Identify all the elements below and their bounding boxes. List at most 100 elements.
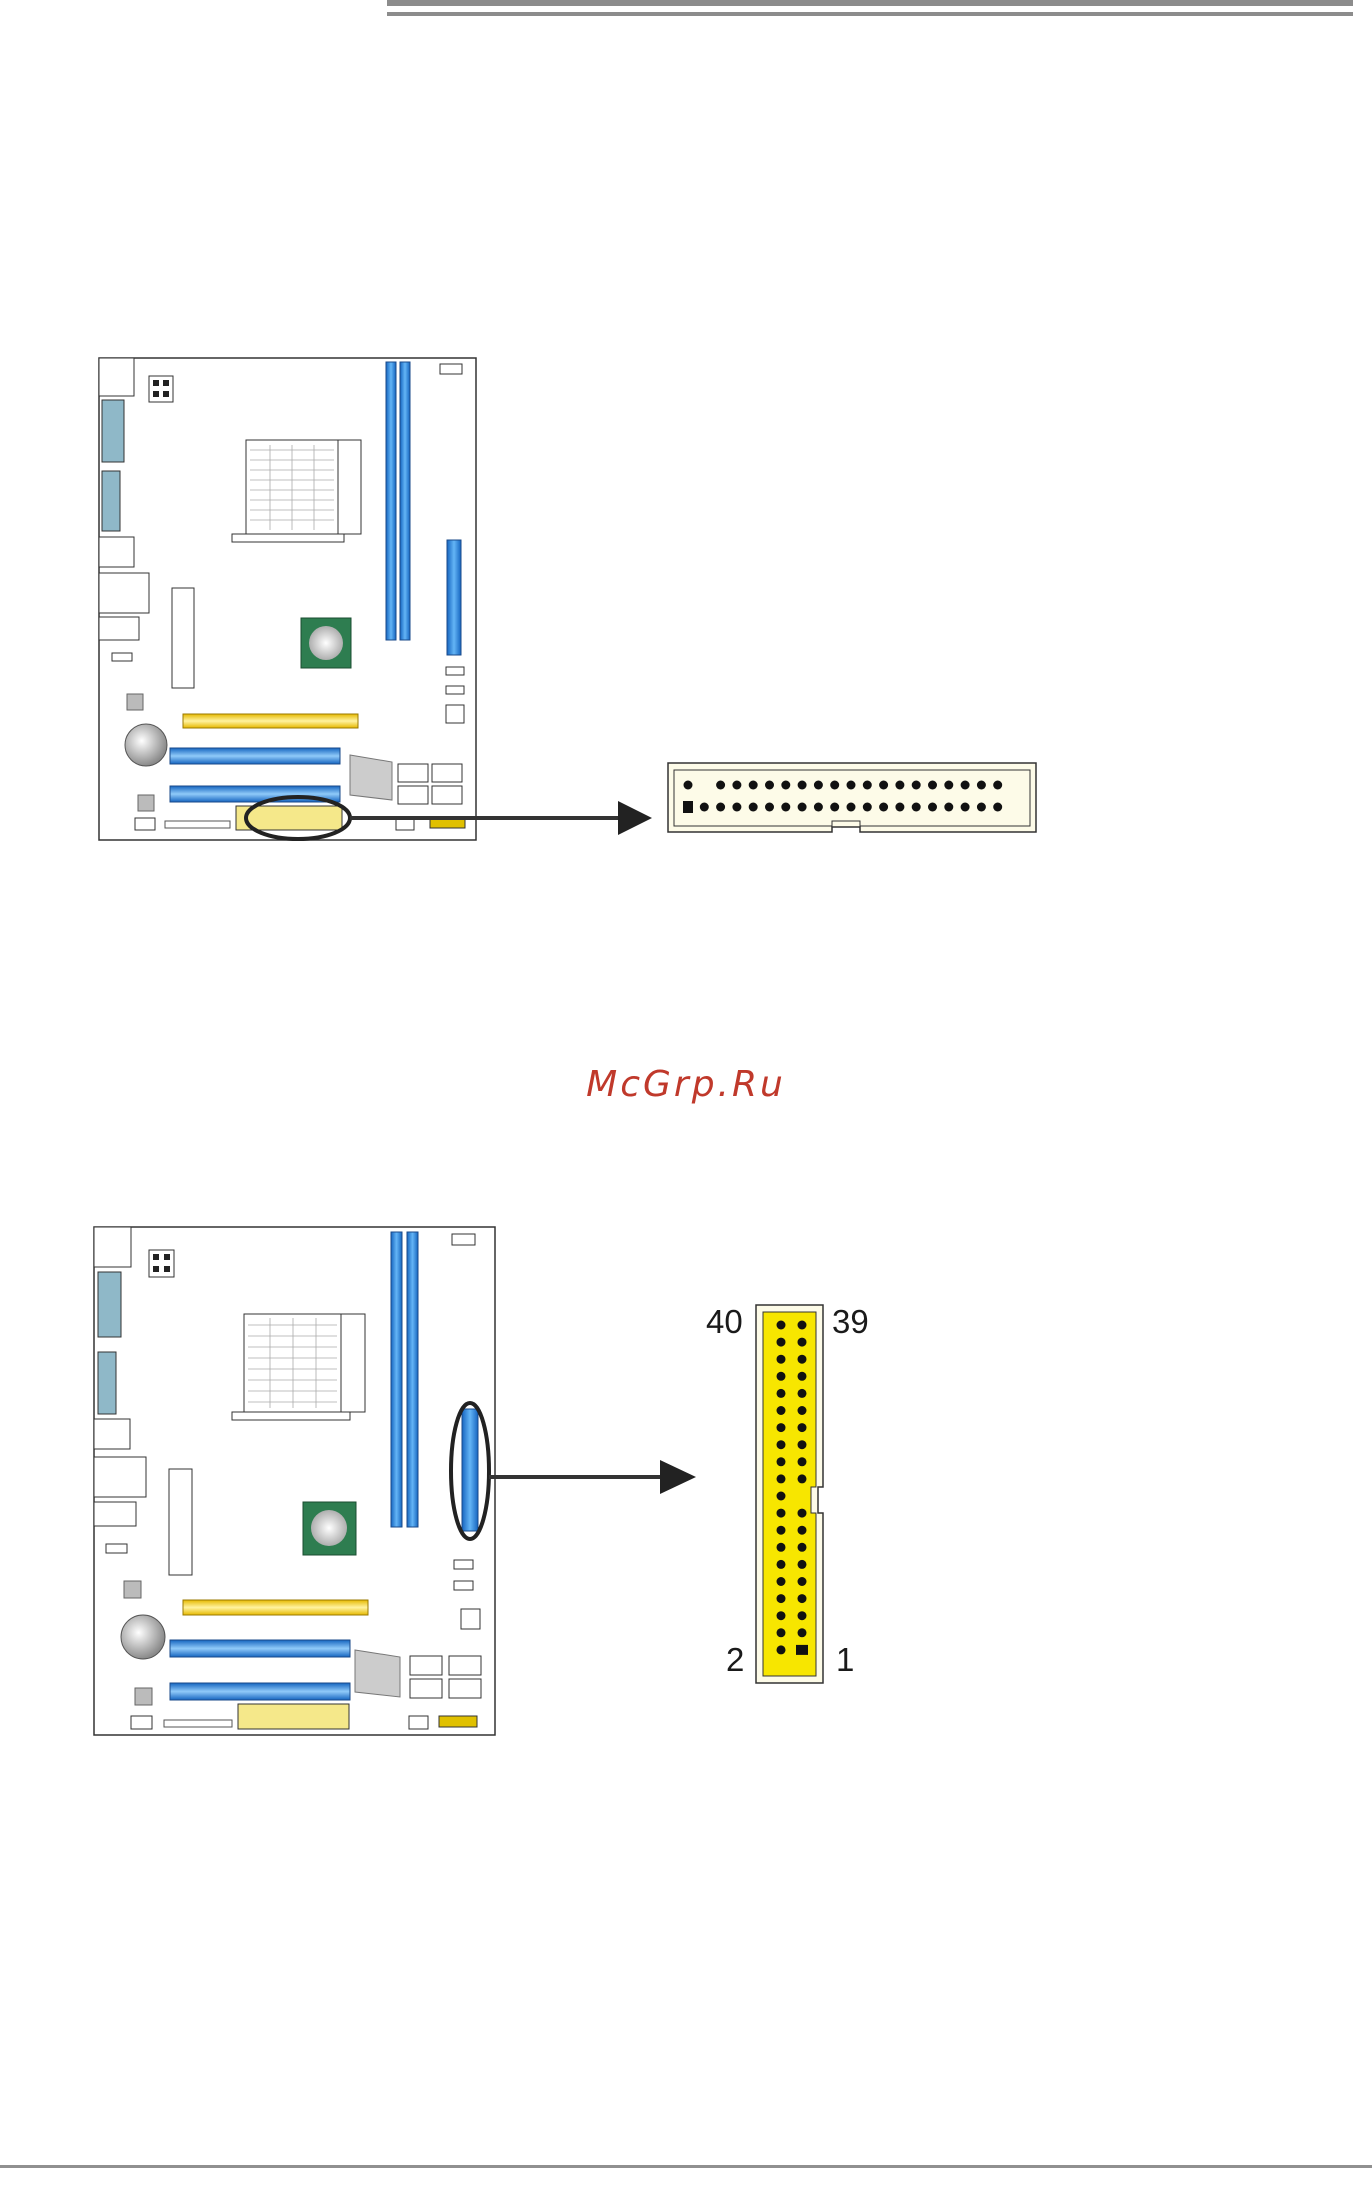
ide-pin	[777, 1577, 786, 1586]
atx-12v-connector-2	[149, 1250, 174, 1277]
audio-port	[99, 617, 139, 640]
io-port-1	[99, 358, 134, 396]
ide-pin	[798, 1423, 807, 1432]
header-pin	[961, 781, 970, 790]
vga-port-2	[98, 1272, 121, 1337]
ide-pin	[798, 1457, 807, 1466]
header-pin	[798, 803, 807, 812]
ide-pin	[777, 1611, 786, 1620]
sata-port-1b	[410, 1656, 442, 1675]
ide-pin	[798, 1338, 807, 1347]
pin-label-2: 2	[726, 1641, 744, 1678]
dimm-slot-1	[386, 362, 396, 640]
cmos-battery	[125, 724, 167, 766]
ide-pin	[798, 1389, 807, 1398]
ide-pin	[798, 1372, 807, 1381]
ide-pin	[796, 1645, 808, 1655]
header-pin	[993, 781, 1002, 790]
header-pin	[863, 803, 872, 812]
sata-port-1	[398, 764, 428, 782]
atx-power-connector	[172, 588, 194, 688]
header-pin	[814, 803, 823, 812]
watermark: McGrp.Ru	[0, 1064, 1372, 1105]
bottom-fan-header-2	[131, 1716, 152, 1729]
sata-port-2	[432, 764, 462, 782]
bottom-fan-header	[135, 818, 155, 830]
ide-pin	[777, 1389, 786, 1398]
com-port-2	[98, 1352, 116, 1414]
ide-pin	[777, 1645, 786, 1654]
header-pin	[912, 803, 921, 812]
ide-connector-2	[462, 1409, 478, 1531]
header-pin	[814, 781, 823, 790]
header-pin	[684, 781, 693, 790]
ide-pin	[777, 1355, 786, 1364]
atx-12v-connector	[149, 376, 173, 402]
ide-pin	[777, 1474, 786, 1483]
ide-pins	[777, 1321, 809, 1655]
footer-rule	[0, 2165, 1372, 2168]
front-usb-header-2	[164, 1720, 232, 1727]
ide-pin	[798, 1321, 807, 1330]
board-outline-2	[94, 1227, 495, 1735]
ide-pin	[798, 1628, 807, 1637]
ide-pin	[798, 1594, 807, 1603]
header-pin	[749, 803, 758, 812]
ide-pin	[777, 1440, 786, 1449]
ide-pin	[777, 1372, 786, 1381]
header-pin	[765, 781, 774, 790]
lan-port	[99, 573, 149, 613]
header-pin	[716, 781, 725, 790]
bios-chip-2	[124, 1581, 141, 1598]
ide-pin	[777, 1543, 786, 1552]
io-port-1b	[94, 1227, 131, 1267]
pcie-x1-slot-2	[170, 1683, 350, 1700]
motherboard-diagram-2	[94, 1227, 495, 1735]
pcie-x16-slot	[170, 748, 340, 764]
header-pin	[944, 781, 953, 790]
header-pin	[781, 803, 790, 812]
cmos-battery-2	[121, 1615, 165, 1659]
header-pin	[863, 781, 872, 790]
header-pin	[683, 801, 693, 813]
ide-pin	[798, 1509, 807, 1518]
sata-port-2b	[449, 1656, 481, 1675]
header-pin	[765, 803, 774, 812]
com-port	[102, 471, 120, 531]
usb-port-2	[94, 1419, 130, 1449]
atx-power-connector-2	[169, 1469, 192, 1575]
header-pin	[977, 781, 986, 790]
sys-fan-header	[440, 364, 462, 374]
ide-pin	[798, 1560, 807, 1569]
bios-chip	[127, 694, 143, 710]
pin-label-40: 40	[706, 1303, 743, 1340]
header-pin	[879, 803, 888, 812]
io-chip-2	[135, 1688, 152, 1705]
cpu-fan-header	[112, 653, 132, 661]
header-pin	[993, 803, 1002, 812]
header-pin	[879, 781, 888, 790]
dimm-slot-2b	[407, 1232, 418, 1527]
io-chip	[138, 795, 154, 811]
header-pin	[830, 803, 839, 812]
lan-port-2	[94, 1457, 146, 1497]
dimm-slot-1b	[391, 1232, 402, 1527]
ide-connector	[447, 540, 461, 655]
header-pin	[781, 781, 790, 790]
motherboard-diagram	[99, 358, 476, 840]
ide-pin	[798, 1355, 807, 1364]
header-pin	[928, 781, 937, 790]
ide-pin	[777, 1560, 786, 1569]
header-pin	[847, 803, 856, 812]
header-pin	[944, 803, 953, 812]
header-pin	[928, 803, 937, 812]
front-audio-header-2	[461, 1609, 480, 1629]
ide-pin	[777, 1457, 786, 1466]
ide-header-detail	[756, 1305, 823, 1683]
sata-port-4b	[449, 1679, 481, 1698]
pcie-x16-slot-2	[170, 1640, 350, 1657]
pointer-arrow-head-2	[660, 1460, 696, 1494]
header-pin	[895, 803, 904, 812]
sata-port-3b	[410, 1679, 442, 1698]
pin-label-39: 39	[832, 1303, 869, 1340]
